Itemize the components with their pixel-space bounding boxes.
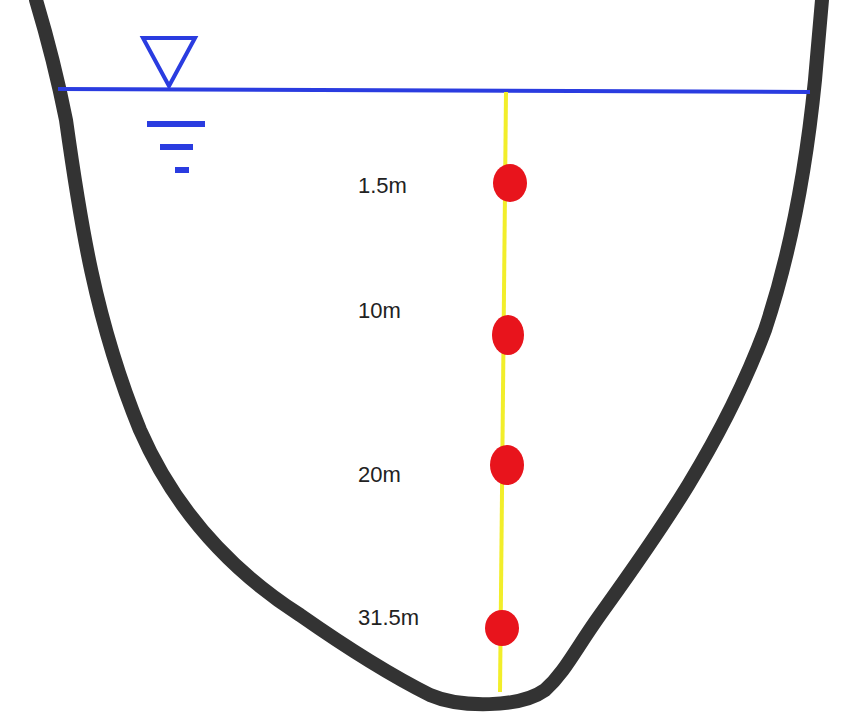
water-surface [58,89,810,92]
water-level-mark [147,121,205,127]
valley-outline [36,0,822,704]
sensor-dot [492,315,524,355]
water-level-mark [175,167,189,173]
depth-label: 20m [358,464,401,486]
depth-label: 31.5m [358,607,419,629]
depth-label: 10m [358,300,401,322]
water-level-symbol [143,38,195,86]
depth-label: 1.5m [358,175,407,197]
water-level-mark [160,144,193,150]
sensor-dot [485,610,519,646]
sensor-dot [493,164,527,202]
sensor-dot [490,445,524,485]
